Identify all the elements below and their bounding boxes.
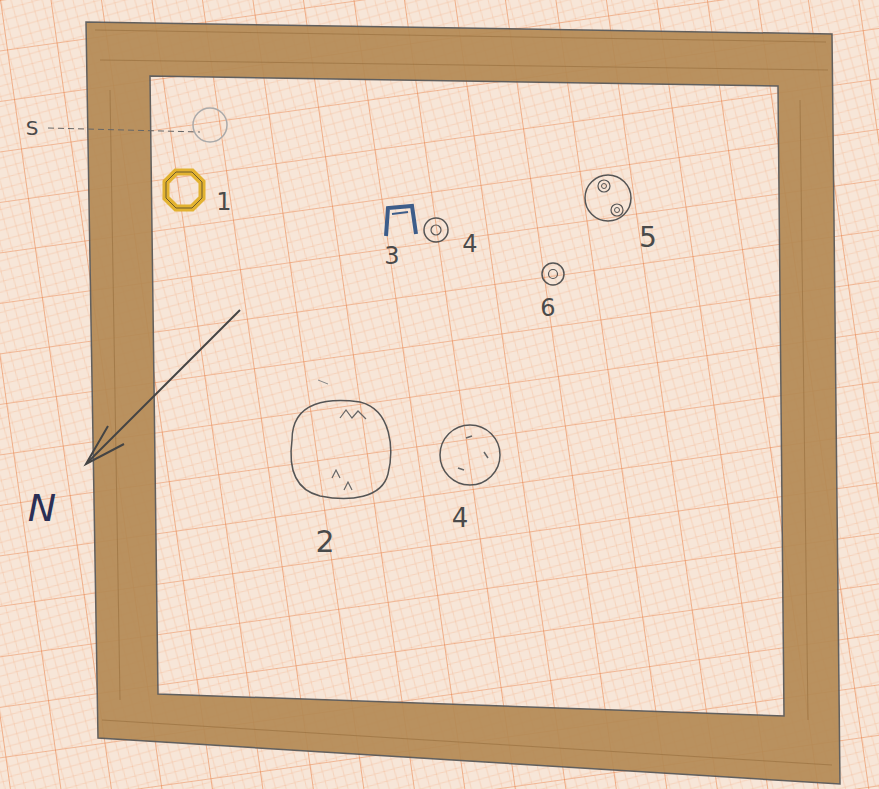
posthole-core (549, 270, 558, 279)
callout-number: 5 (639, 224, 657, 252)
callout-number: 2 (315, 527, 334, 557)
posthole-core (602, 184, 607, 189)
feature-4-marks (458, 436, 488, 470)
callout-number: 3 (384, 244, 399, 268)
pencil-mark (318, 380, 328, 384)
north-arrowhead (86, 426, 124, 464)
section-letter: S (26, 118, 39, 138)
feature-3 (392, 212, 408, 214)
posthole-core (431, 225, 441, 235)
feature-4 (440, 425, 500, 485)
posthole (598, 180, 610, 192)
feature-2 (291, 401, 391, 499)
feature-5 (585, 175, 631, 221)
north-arrow (88, 310, 240, 462)
feature-6 (542, 263, 564, 285)
callout-number: 6 (540, 296, 555, 320)
feature-1-outline (166, 172, 202, 208)
posthole-core (615, 208, 620, 213)
posthole (424, 218, 448, 242)
wall-hatching (95, 30, 832, 765)
posthole (611, 204, 623, 216)
feature-2-marks (332, 410, 366, 490)
callout-number: 4 (462, 232, 477, 256)
north-label: N (28, 489, 56, 527)
callout-number: 4 (452, 505, 469, 531)
feature-1 (166, 172, 202, 208)
wall-band (86, 22, 840, 784)
faint-posthole (193, 108, 227, 142)
feature-3 (386, 206, 416, 236)
callout-number: 1 (216, 190, 231, 214)
section-line (48, 128, 200, 132)
